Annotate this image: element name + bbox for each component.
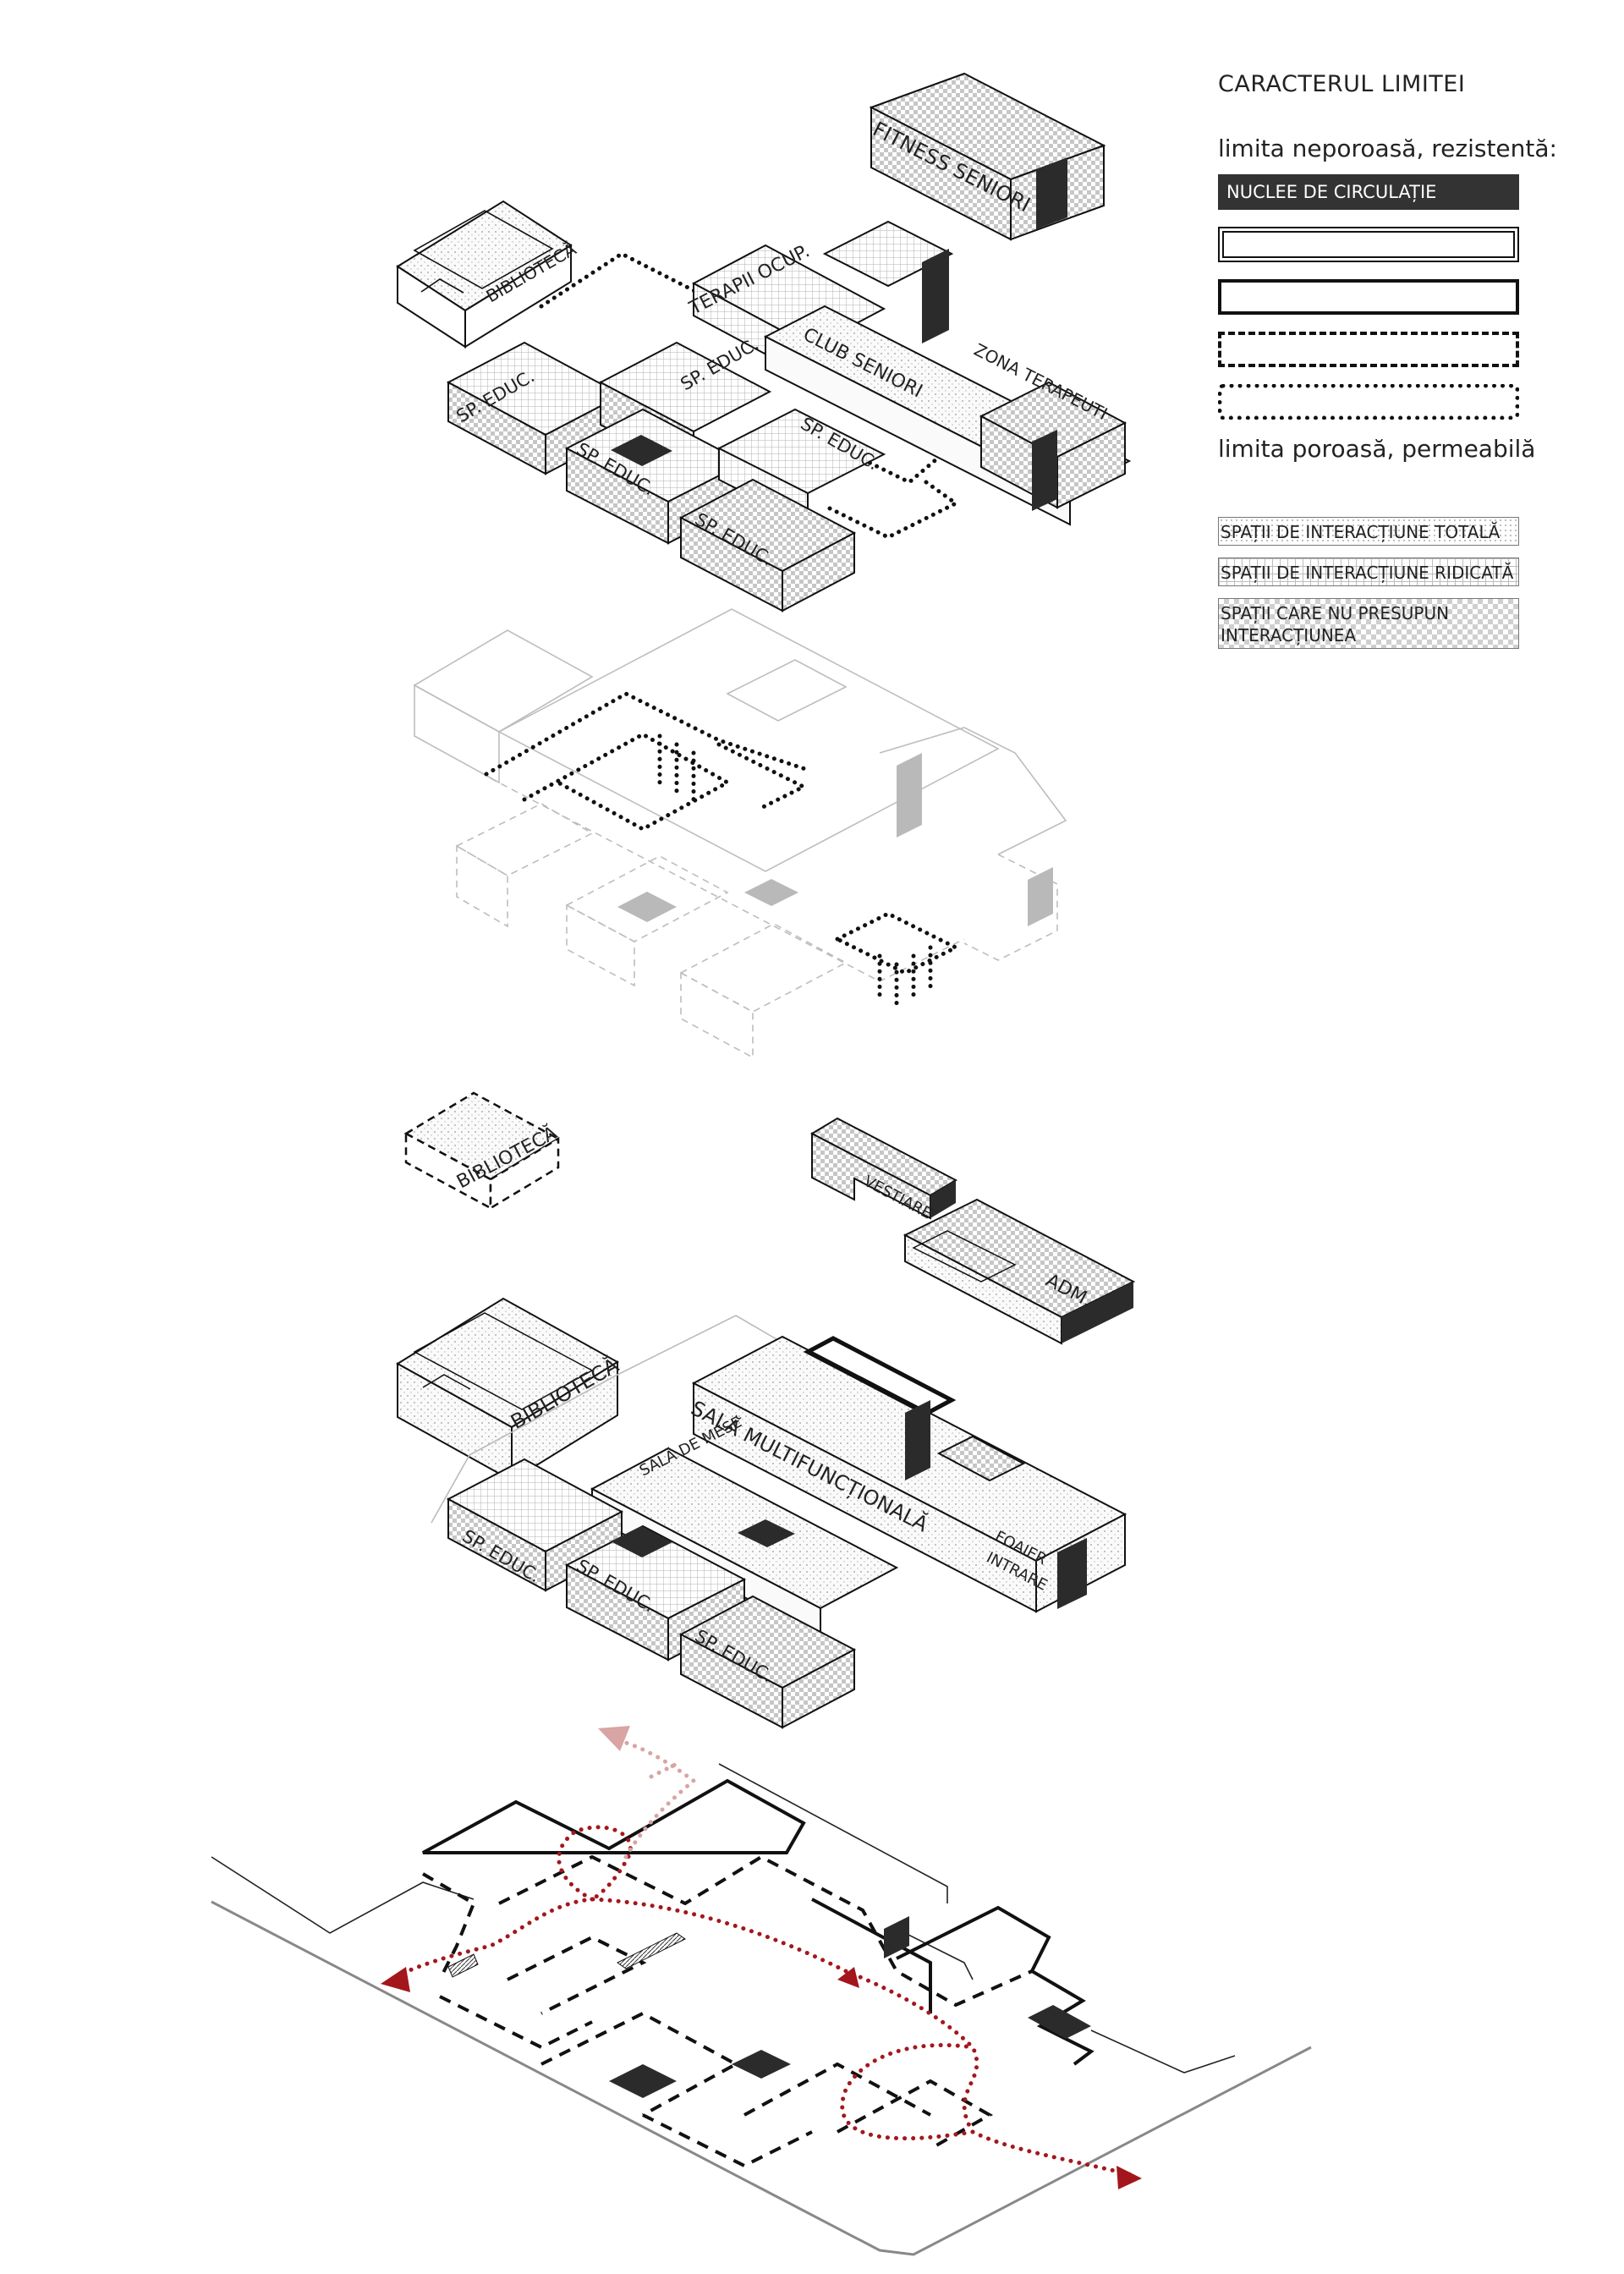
layer-services: BIBLIOTECĂ VESTIARE ADM. — [403, 1091, 1136, 1345]
layer-shared-spaces: BIBLIOTECĂ SALĂ MULTIFUNCȚIONALĂ FOAIER … — [396, 1297, 1127, 1729]
legend: CARACTERUL LIMITEI limita neporoasă, rez… — [1218, 71, 1582, 649]
sp-educ-1a: SP. EDUC. — [446, 341, 624, 475]
legend-nonporous-text: limita neporoasă, rezistentă: — [1218, 135, 1557, 162]
legend-dashed-line-swatch — [1218, 332, 1519, 367]
sp-educ-4a: SP. EDUC. — [446, 1458, 624, 1592]
biblioteca-block-1: BIBLIOTECĂ — [396, 200, 580, 349]
layer-porosity-ghost — [413, 608, 1067, 1059]
legend-porous-text: limita poroasă, permeabilă — [1218, 435, 1536, 463]
vestiare-block: VESTIARE — [809, 1117, 958, 1223]
legend-no-interaction-line2: INTERACȚIUNEA — [1221, 625, 1357, 645]
legend-no-interaction-line1: SPAȚII CARE NU PRESUPUN — [1221, 603, 1450, 623]
fitness-block: FITNESS SENIORI — [869, 72, 1106, 241]
legend-title: CARACTERUL LIMITEI — [1218, 71, 1466, 97]
layer-site-plan — [211, 1726, 1312, 2256]
legend-high-interaction: SPAȚII DE INTERACȚIUNE RIDICATĂ — [1218, 558, 1519, 586]
legend-circulation-swatch: NUCLEE DE CIRCULAȚIE — [1218, 174, 1519, 210]
legend-solid-line-swatch — [1218, 279, 1519, 315]
legend-dotted-line-swatch — [1218, 384, 1519, 420]
biblioteca-block-3: BIBLIOTECĂ — [403, 1091, 561, 1211]
legend-double-line-swatch — [1218, 227, 1519, 262]
legend-total-interaction: SPAȚII DE INTERACȚIUNE TOTALĂ — [1218, 517, 1519, 546]
sp-educ-4c: SP. EDUC. — [678, 1595, 857, 1729]
adm-block: ADM. — [903, 1198, 1136, 1345]
layer-functions-top: FITNESS SENIORI BIBLIOTECĂ TERAPII OCUP. — [396, 72, 1132, 612]
legend-no-interaction: SPAȚII CARE NU PRESUPUN INTERACȚIUNEA — [1218, 598, 1519, 649]
sp-educ-1e: SP. EDUC. — [678, 478, 857, 612]
